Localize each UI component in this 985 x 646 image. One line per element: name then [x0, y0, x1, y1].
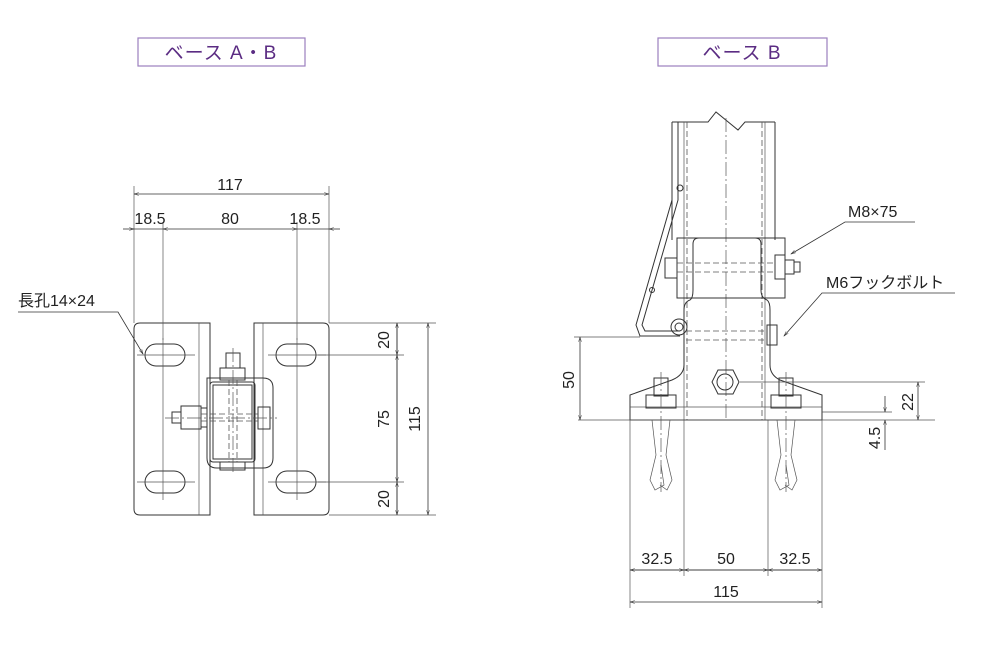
title-left-text: ベース A・B — [165, 43, 278, 64]
dim-80: 80 — [221, 211, 239, 228]
left-view: 117 18.5 80 18.5 20 75 20 115 長孔14×24 — [18, 177, 436, 515]
dim-117: 117 — [217, 177, 243, 194]
dim-20-top: 20 — [376, 331, 393, 349]
title-left: ベース A・B — [137, 37, 306, 67]
center-bracket — [165, 348, 277, 475]
dim-115-left: 115 — [407, 406, 424, 432]
dim-50-vertical: 50 — [561, 371, 578, 389]
dim-20-bottom: 20 — [376, 490, 393, 508]
right-plate — [253, 322, 330, 516]
dim-50-bottom: 50 — [717, 551, 735, 568]
dim-32-5-left: 32.5 — [641, 551, 672, 568]
dim-4-5: 4.5 — [867, 427, 884, 449]
anchor-bolts — [645, 372, 802, 492]
title-right-text: ベース B — [702, 43, 781, 64]
dim-22: 22 — [900, 393, 917, 411]
slot-label: 長孔14×24 — [18, 292, 95, 310]
dim-115-bottom: 115 — [713, 584, 739, 601]
title-right: ベース B — [657, 37, 828, 67]
right-view: 50 22 4.5 32.5 50 32.5 115 M8×75 M6フックボル… — [561, 111, 955, 608]
hook-bolt-label: M6フックボルト — [826, 274, 944, 292]
dim-75: 75 — [376, 410, 393, 428]
dim-32-5-right: 32.5 — [779, 551, 810, 568]
left-plate — [133, 322, 211, 516]
slot-holes — [137, 338, 326, 500]
dim-18-5-left: 18.5 — [134, 211, 165, 228]
dim-18-5-right: 18.5 — [289, 211, 320, 228]
bolt-label: M8×75 — [848, 204, 897, 221]
